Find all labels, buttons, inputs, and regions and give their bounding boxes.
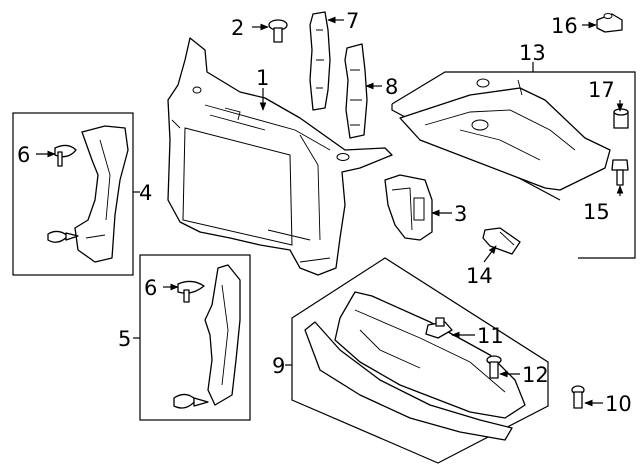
- callout-6b: 6: [144, 276, 157, 300]
- callout-3: 3: [454, 202, 467, 226]
- nut-clip[interactable]: [596, 13, 623, 33]
- callout-4: 4: [139, 181, 152, 205]
- radiator-support-frame[interactable]: [167, 37, 393, 276]
- upper-air-deflector-bracket[interactable]: [309, 11, 331, 111]
- push-pin-clip-upper-left[interactable]: [54, 144, 77, 167]
- callout-13: 13: [519, 41, 546, 65]
- side-bracket[interactable]: [344, 43, 368, 139]
- spacer[interactable]: [613, 108, 629, 129]
- callout-5: 5: [118, 327, 131, 351]
- callout-17: 17: [588, 78, 615, 102]
- side-air-deflector-right[interactable]: [204, 264, 241, 406]
- side-air-deflector-left[interactable]: [74, 125, 129, 263]
- retainer-clip[interactable]: [425, 317, 453, 339]
- callout-11: 11: [477, 324, 504, 348]
- lower-air-deflector[interactable]: [304, 291, 526, 441]
- side-deflector-box-left: [12, 112, 134, 276]
- push-pin-12[interactable]: [486, 355, 502, 379]
- callout-14: 14: [466, 264, 493, 288]
- leader-lines: [36, 16, 624, 407]
- push-pin-clip-upper-right[interactable]: [177, 280, 205, 303]
- lower-deflector-box: [291, 257, 549, 464]
- push-pin-clip-lower-right[interactable]: [173, 393, 209, 409]
- mounting-bracket[interactable]: [384, 174, 433, 241]
- shield-bolt[interactable]: [611, 159, 629, 186]
- lower-splash-shield[interactable]: [399, 78, 611, 191]
- push-pin-10[interactable]: [571, 385, 585, 409]
- callout-12: 12: [522, 363, 549, 387]
- callout-8: 8: [385, 75, 398, 99]
- callout-7: 7: [346, 9, 359, 33]
- callout-16: 16: [551, 14, 578, 38]
- callout-1: 1: [256, 66, 269, 90]
- push-pin-clip-lower-left[interactable]: [47, 230, 79, 243]
- callout-10: 10: [605, 392, 632, 416]
- callout-labels: 1 2 3 4 5 6 6 7 8 9 10 11 12 13 14 15 16…: [17, 9, 632, 416]
- callout-6a: 6: [17, 143, 30, 167]
- callout-9: 9: [272, 354, 285, 378]
- callout-2: 2: [231, 16, 244, 40]
- sensor-bracket[interactable]: [482, 227, 521, 255]
- callout-15: 15: [583, 200, 610, 224]
- bolt[interactable]: [268, 19, 288, 43]
